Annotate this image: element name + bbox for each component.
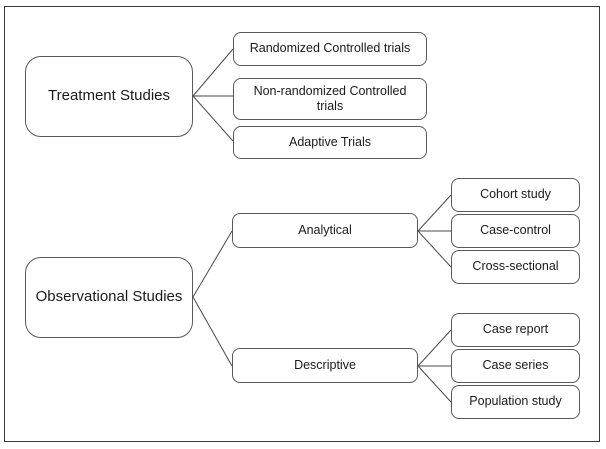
node-label: Case-control (480, 223, 551, 238)
node-label: Cross-sectional (472, 259, 559, 274)
node-label: Adaptive Trials (289, 134, 371, 149)
node-analytical[interactable]: Analytical (232, 213, 418, 248)
node-case-control[interactable]: Case-control (451, 214, 580, 248)
node-case-report[interactable]: Case report (451, 313, 580, 347)
node-label: Cohort study (480, 187, 551, 202)
node-population-study[interactable]: Population study (451, 385, 580, 419)
node-cohort-study[interactable]: Cohort study (451, 178, 580, 212)
node-observational-studies[interactable]: Observational Studies (25, 257, 193, 338)
node-cross-sectional[interactable]: Cross-sectional (451, 250, 580, 284)
node-descriptive[interactable]: Descriptive (232, 348, 418, 383)
node-label: Case series (482, 358, 549, 373)
node-label: Case report (482, 322, 549, 337)
node-non-randomized-controlled-trials[interactable]: Non-randomized Controlled trials (233, 78, 427, 120)
node-label: Non-randomized Controlled trials (253, 83, 407, 113)
node-label: Observational Studies (35, 288, 183, 306)
node-label: Descriptive (294, 357, 356, 372)
node-label: Treatment Studies (48, 87, 170, 105)
node-label: Population study (469, 394, 562, 409)
node-treatment-studies[interactable]: Treatment Studies (25, 56, 193, 137)
node-adaptive-trials[interactable]: Adaptive Trials (233, 126, 427, 159)
node-label: Analytical (298, 222, 352, 237)
node-randomized-controlled-trials[interactable]: Randomized Controlled trials (233, 32, 427, 66)
node-label: Randomized Controlled trials (249, 41, 411, 56)
node-case-series[interactable]: Case series (451, 349, 580, 383)
